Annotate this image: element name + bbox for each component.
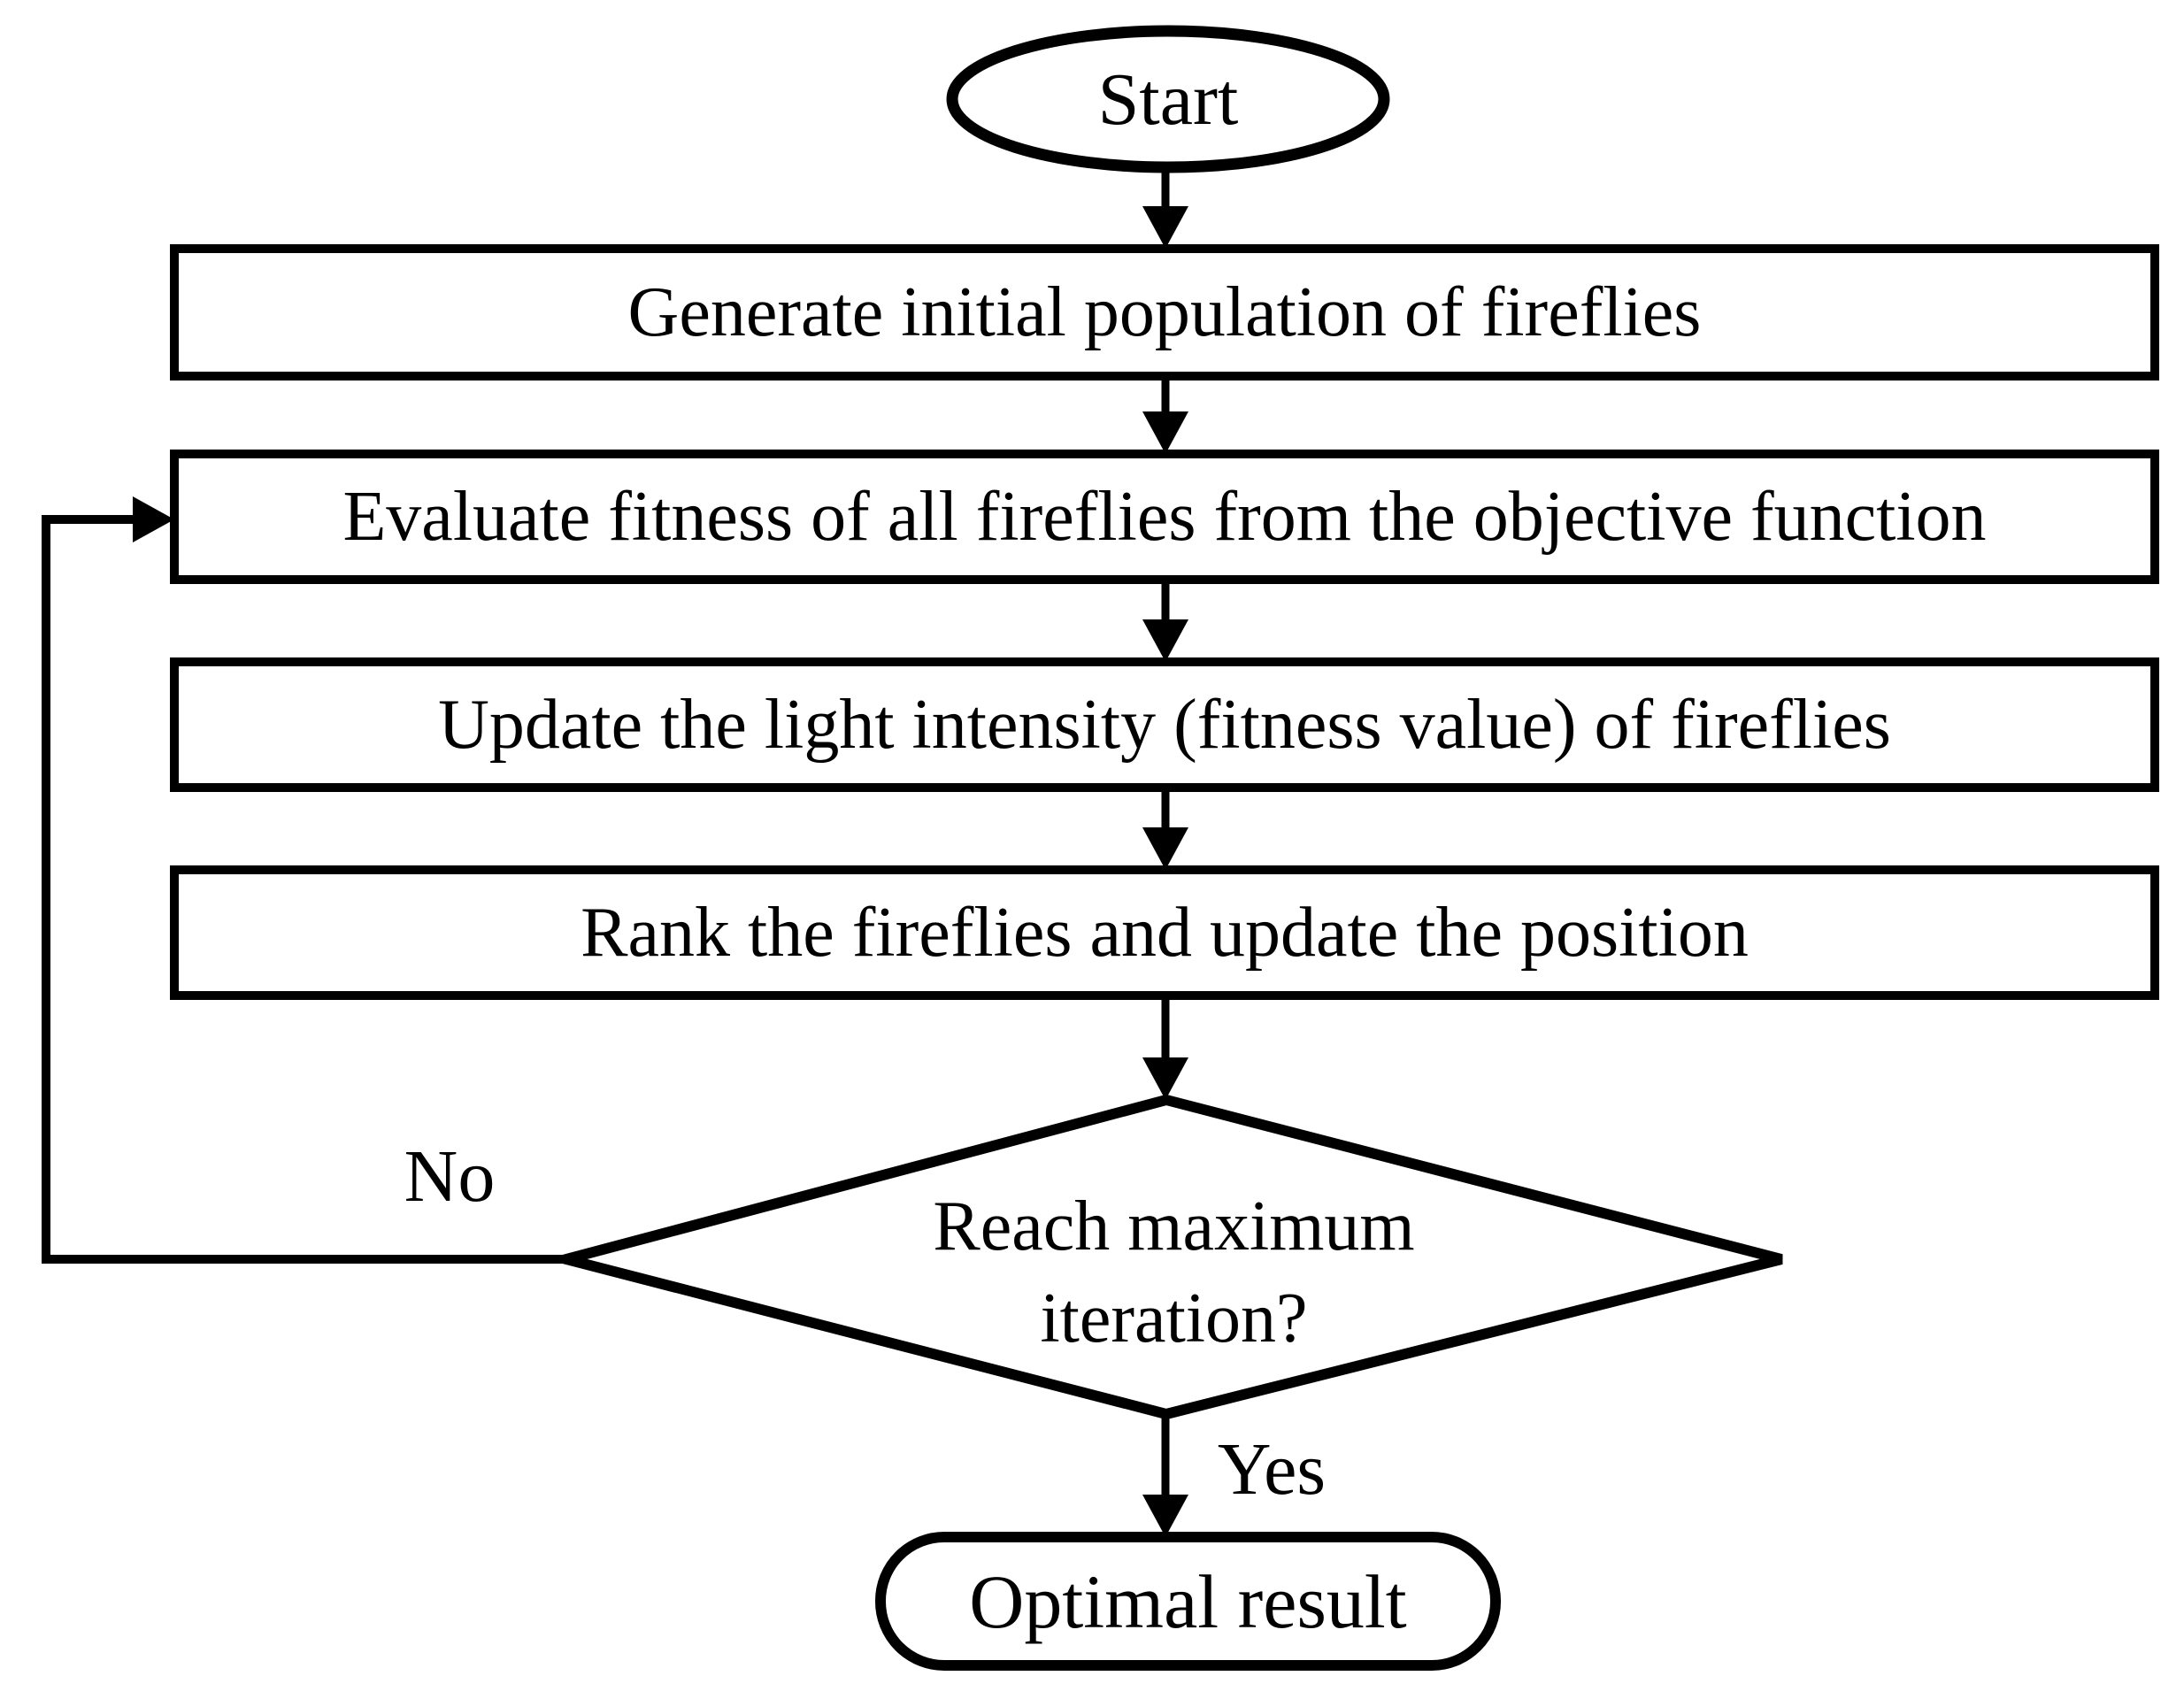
process-box-generate-population (170, 244, 2159, 381)
arrowhead-down-icon (1142, 411, 1188, 454)
step-label-generate-population: Generate initial population of fireflies (627, 273, 1702, 351)
end-label: Optimal result (969, 1558, 1407, 1644)
decision-label-line2: iteration? (1040, 1280, 1308, 1357)
arrowhead-down-icon (1142, 1057, 1188, 1100)
arrowhead-down-icon (1142, 619, 1188, 662)
arrow-update-to-rank (1142, 788, 1188, 870)
arrow-rank-to-decision (1142, 996, 1188, 1100)
step-label-evaluate-fitness: Evaluate fitness of all fireflies from t… (342, 477, 1987, 556)
step-label-rank-fireflies: Rank the fireflies and update the positi… (581, 893, 1749, 972)
process-box-evaluate-fitness (170, 450, 2159, 584)
arrow-decision-yes-to-end (1142, 1414, 1188, 1537)
arrowhead-right-icon (133, 496, 174, 542)
edge-label-no: No (404, 1134, 496, 1218)
edge-label-yes: Yes (1217, 1427, 1327, 1511)
arrow-evaluate-to-update (1142, 580, 1188, 662)
end-node-shape (875, 1532, 1501, 1671)
arrowhead-down-icon (1142, 206, 1188, 249)
step-label-update-light-intensity: Update the light intensity (fitness valu… (438, 685, 1891, 764)
decision-label: Reach maximum iteration? (566, 1180, 1781, 1365)
arrowhead-down-icon (1142, 827, 1188, 870)
arrow-start-to-generate (1142, 167, 1188, 249)
no-loop-line (42, 515, 566, 1264)
arrowhead-down-icon (1142, 1495, 1188, 1537)
decision-label-line1: Reach maximum (933, 1188, 1415, 1265)
arrow-generate-to-evaluate (1142, 376, 1188, 454)
start-label: Start (1097, 58, 1239, 141)
arrow-decision-no-loop (42, 496, 566, 1264)
process-box-update-light-intensity (170, 657, 2159, 792)
